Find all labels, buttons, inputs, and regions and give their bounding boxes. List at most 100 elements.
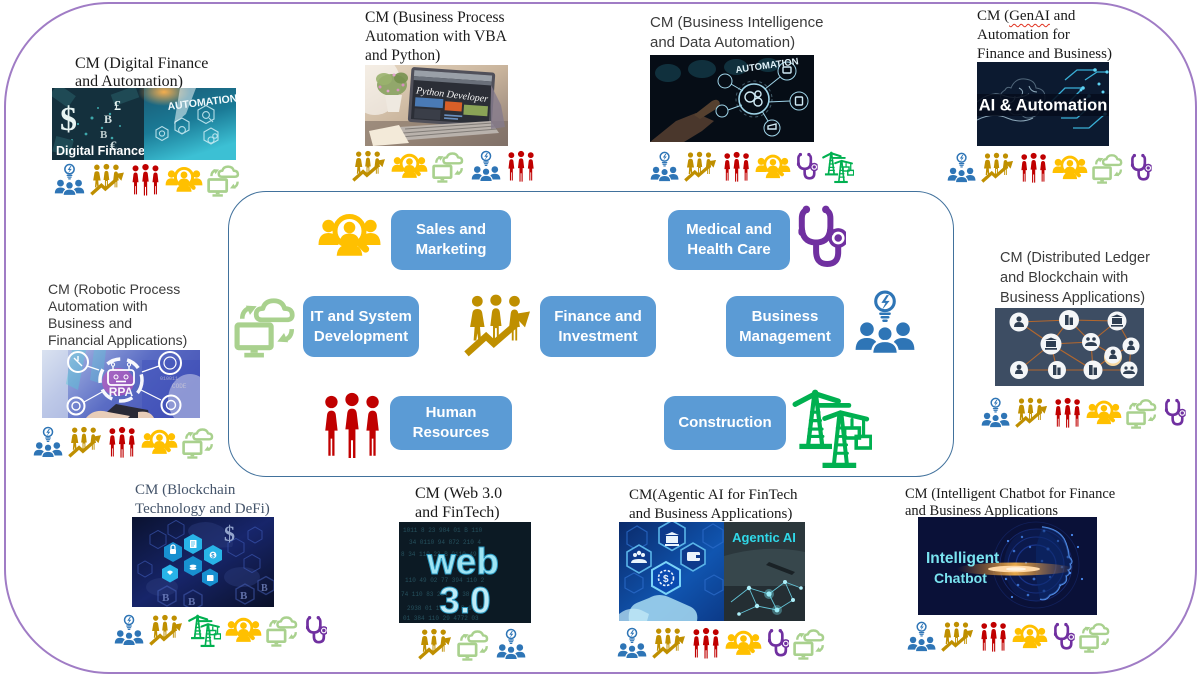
svg-text:B: B <box>188 596 196 607</box>
svg-text:8 34 110 23 B 0110 49: 8 34 110 23 B 0110 49 <box>401 551 477 558</box>
python-developer-photo: Python Developer <box>365 65 508 146</box>
svg-text:74 110 83 294 01 38 4: 74 110 83 294 01 38 4 <box>401 591 477 598</box>
svg-text:£: £ <box>114 99 121 114</box>
blockchain-network-photo <box>995 308 1144 386</box>
slide-rounded-border <box>4 2 1197 674</box>
stethoscope-icon <box>766 626 789 661</box>
tower-cranes-icon <box>792 384 872 472</box>
svg-text:$: $ <box>224 521 235 546</box>
people-magnifier-icon <box>225 613 262 648</box>
people-magnifier-icon <box>391 149 428 184</box>
module-title: CM (Digital Finance and Automation) <box>75 55 209 90</box>
people-lightbulb-icon <box>113 613 145 648</box>
people-growth-arrow-icon <box>90 162 126 198</box>
people-growth-arrow-icon <box>941 620 975 654</box>
digital-finance-photo: $ £ B B € Digital Finance <box>52 88 236 160</box>
module-title: CM (Business Intelligence and Data Autom… <box>650 14 824 51</box>
module-title: CM (Distributed Ledger and Blockchain wi… <box>1000 250 1150 306</box>
module-category-icons <box>946 151 1152 185</box>
svg-text:2938 01 110 38 B 9 110: 2938 01 110 38 B 9 110 <box>407 605 487 612</box>
module-category-icons <box>418 627 527 662</box>
svg-text:RPA: RPA <box>109 385 134 399</box>
three-people-icon <box>1019 151 1048 185</box>
people-lightbulb-icon <box>53 162 86 198</box>
svg-text:B: B <box>240 590 248 602</box>
svg-text:B: B <box>162 592 170 604</box>
monitor-cloud-sync-icon <box>266 613 300 648</box>
module-category-icons <box>53 162 242 198</box>
tower-cranes-icon <box>188 613 221 648</box>
module-title: CM (Blockchain Technology and DeFi) <box>135 482 270 517</box>
people-growth-arrow-icon <box>352 149 387 184</box>
people-magnifier-icon <box>141 425 178 460</box>
category-sales-and-marketing[interactable]: Sales and Marketing <box>391 210 511 270</box>
category-business-management[interactable]: Business Management <box>726 296 844 357</box>
three-people-icon <box>722 150 751 184</box>
rpa-photo: RPA CODE 010011 <box>42 350 200 418</box>
stethoscope-icon <box>304 613 327 648</box>
svg-text:Intelligent: Intelligent <box>926 550 999 567</box>
stethoscope-icon <box>794 203 846 273</box>
svg-text:Chatbot: Chatbot <box>934 570 987 586</box>
people-magnifier-icon <box>165 162 203 198</box>
module-category-icons <box>616 626 827 661</box>
tower-cranes-icon <box>822 150 854 184</box>
people-magnifier-icon <box>1012 620 1048 654</box>
people-lightbulb-icon <box>906 620 937 654</box>
module-title: CM (Web 3.0 and FinTech) <box>415 484 503 521</box>
svg-text:34 0110 94 872 210 4: 34 0110 94 872 210 4 <box>409 539 481 546</box>
stethoscope-icon <box>1163 396 1186 430</box>
people-lightbulb-icon <box>470 149 502 184</box>
people-growth-arrow-icon <box>68 425 103 460</box>
svg-text:$: $ <box>663 574 669 585</box>
people-magnifier-icon <box>316 211 383 261</box>
people-growth-arrow-icon <box>418 627 453 662</box>
module-title: CM (Intelligent Chatbot for Finance and … <box>905 486 1116 519</box>
monitor-cloud-sync-icon <box>793 626 827 661</box>
module-title: CM(Agentic AI for FinTech and Business A… <box>629 486 798 522</box>
business-intelligence-photo: AUTOMATION <box>650 55 814 142</box>
three-people-icon <box>1053 396 1082 430</box>
category-it-and-system-development[interactable]: IT and System Development <box>303 296 419 357</box>
category-human-resources[interactable]: Human Resources <box>390 396 512 450</box>
people-growth-arrow-icon <box>1015 396 1049 430</box>
category-construction[interactable]: Construction <box>664 396 786 450</box>
people-lightbulb-icon <box>946 151 977 185</box>
people-magnifier-icon <box>1052 151 1088 185</box>
module-category-icons <box>906 620 1112 654</box>
monitor-cloud-sync-icon <box>207 162 242 198</box>
svg-text:B: B <box>100 129 108 141</box>
svg-text:B: B <box>261 583 268 594</box>
people-magnifier-icon <box>755 150 791 184</box>
svg-text:1011 8 23 984 01 B 110: 1011 8 23 984 01 B 110 <box>403 527 483 534</box>
svg-text:Digital Finance: Digital Finance <box>56 144 145 158</box>
people-growth-arrow-icon <box>684 150 718 184</box>
monitor-cloud-sync-icon <box>182 425 216 460</box>
module-category-icons <box>113 613 327 648</box>
svg-text:01 384 110 29 4772 03: 01 384 110 29 4772 03 <box>403 615 479 622</box>
svg-text:Agentic AI: Agentic AI <box>732 530 796 545</box>
misspelled-word: GenAI <box>1009 8 1050 24</box>
monitor-cloud-sync-icon <box>234 291 300 361</box>
monitor-cloud-sync-icon <box>1126 396 1159 430</box>
category-medical-and-health-care[interactable]: Medical and Health Care <box>668 210 790 270</box>
three-people-icon <box>107 425 137 460</box>
module-category-icons <box>32 425 216 460</box>
module-category-icons <box>352 149 536 184</box>
people-lightbulb-icon <box>852 289 918 357</box>
svg-text:B: B <box>104 112 112 126</box>
three-people-icon <box>506 149 536 184</box>
people-magnifier-icon <box>1086 396 1122 430</box>
people-magnifier-icon <box>725 626 762 661</box>
people-lightbulb-icon <box>616 626 648 661</box>
svg-text:010011: 010011 <box>160 376 178 382</box>
agentic-ai-photo: $ Agentic AI <box>619 522 805 621</box>
people-growth-arrow-icon <box>149 613 184 648</box>
monitor-cloud-sync-icon <box>1079 620 1112 654</box>
three-people-icon <box>130 162 161 198</box>
module-title: CM (Robotic Process Automation with Busi… <box>48 280 188 349</box>
svg-text:€: € <box>110 138 117 153</box>
category-finance-and-investment[interactable]: Finance and Investment <box>540 296 656 357</box>
